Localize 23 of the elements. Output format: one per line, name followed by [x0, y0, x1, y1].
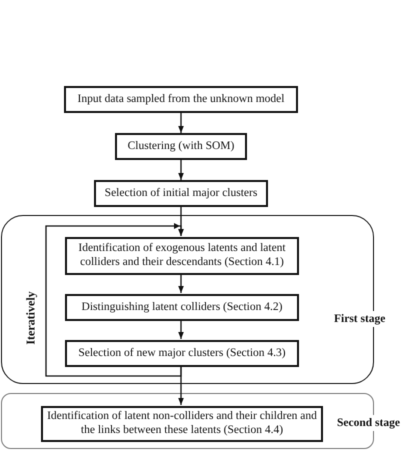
- process-step: [65, 294, 299, 321]
- process-step: [41, 406, 323, 442]
- stage-title: First stage: [333, 311, 386, 328]
- step-label: Identification of exogenous latents and latent colliders and their descendants (Section 4.1): [77, 242, 287, 270]
- arrow: [178, 366, 184, 405]
- step-label: Selection of new major clusters (Section 4.3): [78, 346, 286, 360]
- step-label: Distinguishing latent colliders (Section 4.2): [82, 300, 282, 314]
- arrow: [45, 225, 184, 377]
- process-step: [64, 86, 298, 113]
- step-label: Input data sampled from the unknown model: [78, 92, 284, 106]
- step-label: Selection of initial major clusters: [104, 186, 258, 200]
- process-step: [94, 180, 268, 207]
- step-label: Identification of latent non-colliders and their children and the links between these latents (Section 4.4): [46, 410, 318, 438]
- process-step: [65, 340, 299, 367]
- step-label: Clustering (with SOM): [128, 140, 234, 154]
- edge-label: Iteratively: [24, 291, 38, 345]
- process-step: [115, 133, 247, 160]
- arrow: [178, 160, 184, 180]
- arrow: [178, 320, 184, 339]
- process-step: [65, 237, 299, 275]
- arrow: [178, 113, 184, 133]
- arrow: [178, 274, 184, 293]
- stage-title: Second stage: [336, 415, 401, 432]
